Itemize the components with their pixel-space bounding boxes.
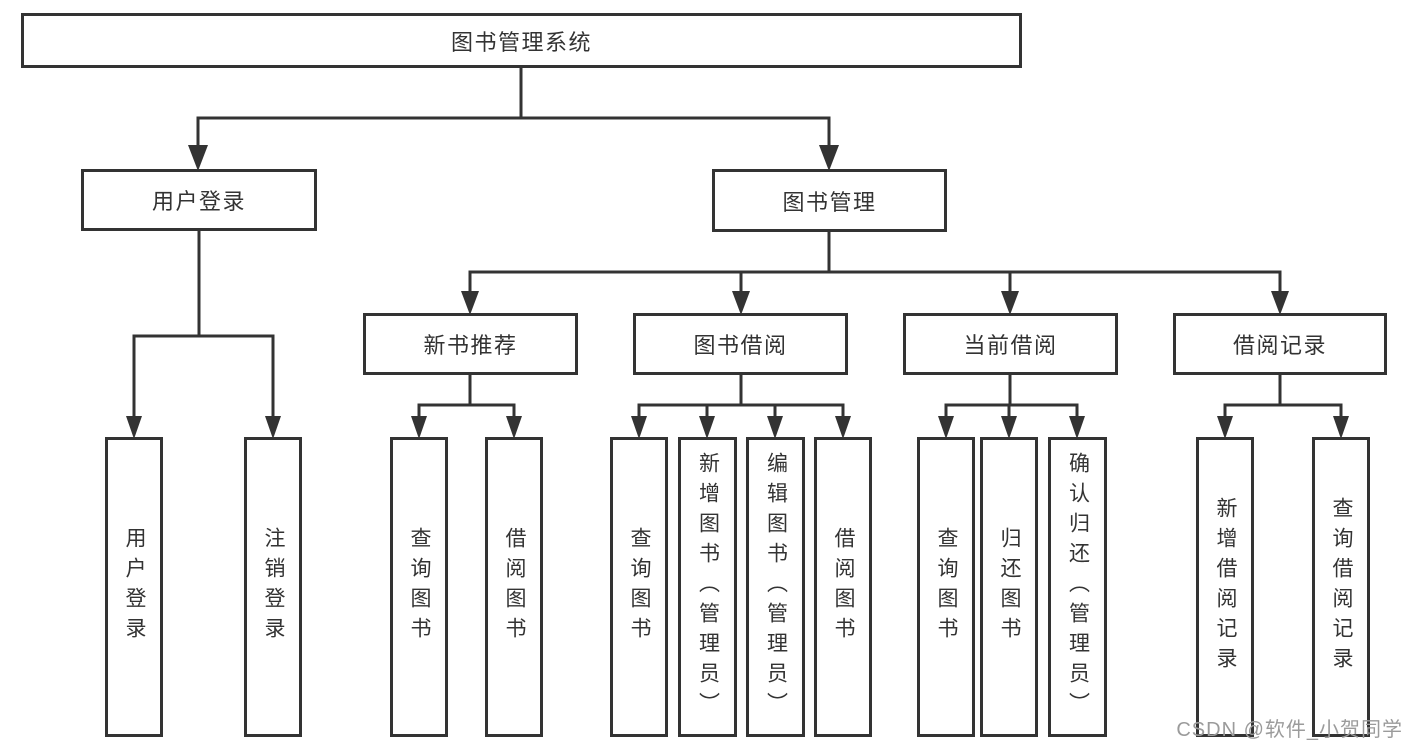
leaf-edit-books-admin: 编辑图书（管理员） xyxy=(746,437,805,737)
connector-borrow-records-to-children xyxy=(1217,373,1349,439)
connector-book-mgmt-to-level3 xyxy=(461,230,1289,315)
node-label: 借阅记录 xyxy=(1232,333,1327,358)
node-root: 图书管理系统 xyxy=(21,13,1022,68)
node-label: 查询图书 xyxy=(628,527,651,647)
node-book-mgmt: 图书管理 xyxy=(712,169,947,232)
node-label: 图书管理系统 xyxy=(450,29,592,55)
leaf-query-books-current: 查询图书 xyxy=(917,437,975,737)
node-label: 新增图书（管理员） xyxy=(696,452,720,722)
node-label: 图书管理 xyxy=(782,189,877,215)
leaf-add-borrow-record: 新增借阅记录 xyxy=(1196,437,1254,737)
node-label: 借阅图书 xyxy=(503,527,526,647)
node-label: 归还图书 xyxy=(998,527,1021,647)
node-book-borrow: 图书借阅 xyxy=(633,313,848,375)
node-label: 注销登录 xyxy=(262,527,285,647)
leaf-user-login: 用户登录 xyxy=(105,437,163,737)
node-label: 查询图书 xyxy=(935,527,958,647)
leaf-borrow-books-recommend: 借阅图书 xyxy=(485,437,543,737)
node-label: 确认归还（管理员） xyxy=(1066,452,1090,722)
leaf-add-books-admin: 新增图书（管理员） xyxy=(678,437,737,737)
connector-new-book-recommend-to-children xyxy=(411,373,522,439)
connector-book-borrow-to-children xyxy=(631,373,851,439)
leaf-query-books-recommend: 查询图书 xyxy=(390,437,448,737)
node-current-borrow: 当前借阅 xyxy=(903,313,1118,375)
leaf-logout: 注销登录 xyxy=(244,437,302,737)
node-label: 用户登录 xyxy=(151,189,246,214)
node-label: 新增借阅记录 xyxy=(1214,497,1237,677)
watermark: CSDN @软件_小贺同学 xyxy=(1176,719,1403,741)
leaf-query-books-borrow: 查询图书 xyxy=(610,437,668,737)
leaf-confirm-return-admin: 确认归还（管理员） xyxy=(1048,437,1107,737)
node-label: 用户登录 xyxy=(123,527,146,647)
node-borrow-records: 借阅记录 xyxy=(1173,313,1387,375)
node-label: 编辑图书（管理员） xyxy=(764,452,788,722)
node-label: 查询借阅记录 xyxy=(1330,497,1353,677)
node-label: 新书推荐 xyxy=(423,333,518,358)
node-label: 借阅图书 xyxy=(832,527,855,647)
leaf-query-borrow-record: 查询借阅记录 xyxy=(1312,437,1370,737)
leaf-borrow-books: 借阅图书 xyxy=(814,437,872,737)
connector-user-login-to-children xyxy=(126,228,281,439)
node-label: 图书借阅 xyxy=(693,333,788,358)
connector-current-borrow-to-children xyxy=(938,373,1085,439)
node-label: 查询图书 xyxy=(408,527,431,647)
node-label: 当前借阅 xyxy=(963,333,1058,358)
connector-root-to-level2 xyxy=(188,66,839,171)
leaf-return-books: 归还图书 xyxy=(980,437,1038,737)
node-user-login: 用户登录 xyxy=(81,169,317,231)
node-new-book-recommend: 新书推荐 xyxy=(363,313,578,375)
